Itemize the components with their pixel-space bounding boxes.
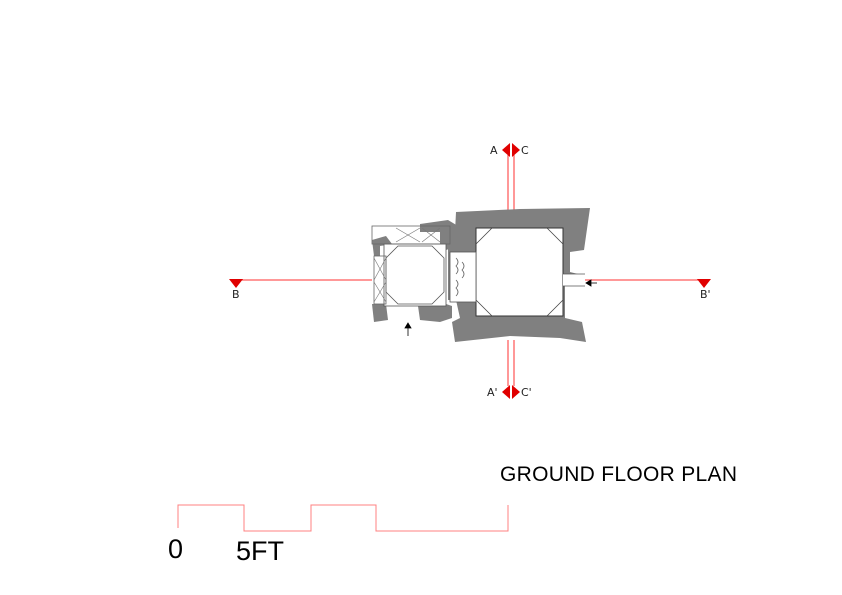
section-label-bottom-right: C'	[521, 386, 532, 399]
left-room-wall-top	[372, 236, 392, 256]
main-room-corner-braces	[475, 227, 564, 317]
section-marker-c-prime-icon	[512, 385, 520, 399]
scale-bar	[177, 504, 509, 532]
section-marker-bottom	[502, 385, 520, 399]
main-room-doorway	[563, 274, 585, 286]
section-marker-a-prime-icon	[502, 385, 510, 399]
left-room-porch	[371, 225, 451, 245]
left-room-wall-bottom	[372, 304, 388, 322]
section-marker-c-icon	[512, 143, 520, 157]
entry-arrow-bottom-icon	[404, 322, 412, 336]
section-marker-a-icon	[502, 143, 510, 157]
scale-bar-start-label: 0	[168, 534, 184, 564]
scale-bar-unit-label: 5FT	[236, 536, 285, 566]
section-label-right: B'	[700, 288, 711, 301]
section-lines	[237, 152, 703, 386]
stair-treads	[455, 257, 465, 297]
entry-arrows	[404, 279, 597, 336]
drawing-title: GROUND FLOOR PLAN	[500, 463, 738, 486]
corridor-wall-top	[420, 220, 458, 250]
section-marker-top	[502, 143, 520, 157]
section-label-top-right: C	[521, 144, 529, 157]
entry-arrow-right-icon	[585, 279, 597, 287]
section-label-bottom-left: A'	[487, 386, 498, 399]
section-label-top-left: A	[490, 144, 498, 157]
section-label-left: B	[232, 288, 240, 301]
section-marker-b-prime-icon	[697, 279, 711, 288]
building-plan	[371, 208, 590, 342]
main-room-interior	[475, 227, 564, 317]
section-marker-b-icon	[229, 279, 243, 288]
corridor-wall-bottom	[418, 304, 452, 322]
left-room-interior	[383, 243, 447, 307]
